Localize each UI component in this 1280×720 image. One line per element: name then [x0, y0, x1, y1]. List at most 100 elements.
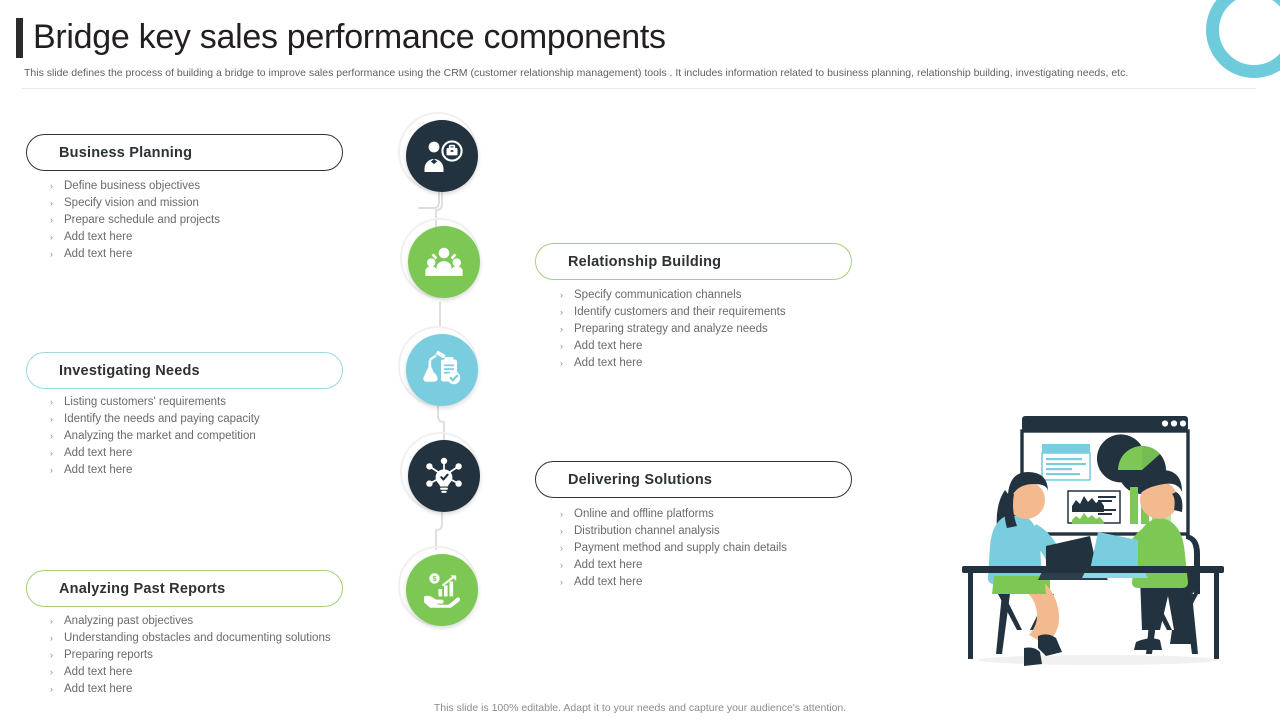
connector-2-3 [398, 302, 482, 328]
chevron-right-icon: › [50, 198, 53, 208]
card-title: Analyzing Past Reports [59, 580, 226, 597]
connector-3-4 [398, 398, 482, 442]
chevron-right-icon: › [560, 358, 563, 368]
process-node-3[interactable] [398, 326, 484, 412]
list-item: › Add text here [560, 574, 787, 590]
process-node-1[interactable] [398, 112, 484, 198]
list-item-label: Add text here [574, 576, 643, 588]
meeting-table [962, 566, 1224, 659]
list-item-label: Add text here [64, 447, 133, 459]
chevron-right-icon: › [50, 181, 53, 191]
process-node-5[interactable]: $ [398, 546, 484, 632]
list-item-label: Identify customers and their requirement… [574, 306, 786, 318]
chevron-right-icon: › [560, 543, 563, 553]
bullet-list-investigating-needs: › Listing customers' requirements › Identif… [50, 394, 260, 479]
list-item-label: Add text here [64, 464, 133, 476]
card-header-relationship-building[interactable]: Relationship Building [535, 243, 852, 280]
list-item: ›Add text here [560, 338, 786, 354]
chevron-right-icon: › [50, 616, 53, 626]
chevron-right-icon: › [560, 290, 563, 300]
list-item-label: Online and offline platforms [574, 508, 714, 520]
list-item-label: Define business objectives [64, 180, 201, 192]
card-title: Relationship Building [568, 253, 722, 270]
chevron-right-icon: › [50, 397, 53, 407]
chevron-right-icon: › [50, 232, 53, 242]
svg-text:$: $ [432, 574, 436, 583]
card-header-analyzing-past-reports[interactable]: Analyzing Past Reports [26, 570, 343, 607]
chevron-right-icon: › [560, 526, 563, 536]
chevron-right-icon: › [560, 577, 563, 587]
list-item-label: Add text here [64, 248, 133, 260]
process-node-2[interactable] [400, 218, 486, 304]
list-item: › Add text here [560, 557, 787, 573]
chevron-right-icon: › [50, 249, 53, 259]
list-item: › Specify communication channels [560, 287, 786, 303]
list-item: › Specify vision and mission [50, 195, 220, 211]
list-item: › Understanding obstacles and documenting… [50, 630, 331, 646]
card-header-business-planning[interactable]: Business Planning [26, 134, 343, 171]
list-item: ›Analyzing the market and competition [50, 428, 260, 444]
list-item: › Define business objectives [50, 178, 220, 194]
card-header-delivering-solutions[interactable]: Delivering Solutions [535, 461, 852, 498]
chevron-right-icon: › [50, 414, 53, 424]
list-item: › Analyzing past objectives [50, 613, 331, 629]
chevron-right-icon: › [560, 324, 563, 334]
list-item-label: Specify communication channels [574, 289, 742, 301]
list-item-label: Analyzing the market and competition [64, 430, 256, 442]
chevron-right-icon: › [50, 633, 53, 643]
list-item-label: Add text here [64, 666, 133, 678]
page-title: Bridge key sales performance components [33, 18, 666, 57]
list-item-label: Distribution channel analysis [574, 525, 720, 537]
chevron-right-icon: › [560, 341, 563, 351]
flask-clipboard-research-icon [406, 334, 478, 406]
chevron-right-icon: › [50, 684, 53, 694]
list-item: › Identify the needs and paying capacity [50, 411, 260, 427]
bullet-list-analyzing-past-reports: › Analyzing past objectives › Understanding… [50, 613, 331, 698]
list-item-label: Add text here [64, 231, 133, 243]
bullet-list-relationship-building: › Specify communication channels › Identify… [560, 287, 786, 372]
list-item: ›Add text here [50, 445, 260, 461]
list-item: › Preparing strategy and analyze needs [560, 321, 786, 337]
hand-growth-chart-icon: $ [406, 554, 478, 626]
businessman-briefcase-icon [406, 120, 478, 192]
lightbulb-network-idea-icon [408, 440, 480, 512]
list-item-label: Add text here [574, 559, 643, 571]
process-node-4[interactable] [400, 432, 486, 518]
list-item: › Add text here [50, 246, 220, 262]
chevron-right-icon: › [560, 307, 563, 317]
bullet-list-delivering-solutions: › Online and offline platforms › Distributi… [560, 506, 787, 591]
connector-4-5 [398, 508, 482, 550]
list-item: ›Payment method and supply chain details [560, 540, 787, 556]
title-accent-bar [16, 18, 23, 58]
chevron-right-icon: › [560, 560, 563, 570]
list-item: ›Preparing reports [50, 647, 331, 663]
list-item-label: Understanding obstacles and documenting … [64, 632, 331, 644]
list-item-label: Specify vision and mission [64, 197, 199, 209]
team-people-icon [408, 226, 480, 298]
card-title: Investigating Needs [59, 362, 200, 379]
list-item-label: Listing customers' requirements [64, 396, 226, 408]
card-header-investigating-needs[interactable]: Investigating Needs [26, 352, 343, 389]
list-item: › Online and offline platforms [560, 506, 787, 522]
card-title: Delivering Solutions [568, 471, 713, 488]
list-item: › Identify customers and their requiremen… [560, 304, 786, 320]
list-item: › Add text here [50, 681, 331, 697]
list-item: › Add text here [50, 664, 331, 680]
list-item-label: Analyzing past objectives [64, 615, 194, 627]
list-item-label: Add text here [574, 357, 643, 369]
connector-1-2 [398, 188, 482, 232]
list-item-label: Preparing strategy and analyze needs [574, 323, 768, 335]
title-row: Bridge key sales performance components [0, 0, 1280, 58]
chevron-right-icon: › [50, 650, 53, 660]
chevron-right-icon: › [50, 667, 53, 677]
chevron-right-icon: › [560, 509, 563, 519]
list-item: › Add text here [560, 355, 786, 371]
header-divider [22, 88, 1256, 89]
meeting-illustration [950, 408, 1240, 678]
list-item-label: Identify the needs and paying capacity [64, 413, 260, 425]
list-item-label: Add text here [64, 683, 133, 695]
list-item: › Listing customers' requirements [50, 394, 260, 410]
chevron-right-icon: › [50, 465, 53, 475]
list-item: › Add text here [50, 229, 220, 245]
